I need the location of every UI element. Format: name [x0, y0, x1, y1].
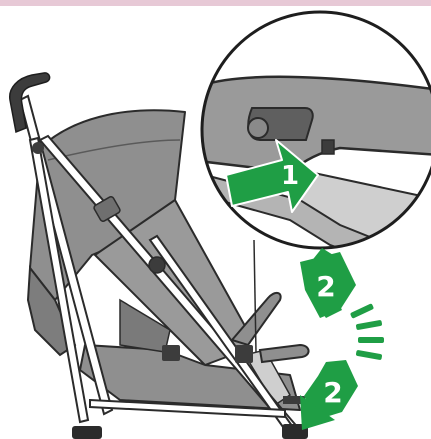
rotate-ticks — [350, 303, 384, 360]
hinge-joint-upper — [32, 142, 44, 154]
release-tab — [322, 140, 334, 154]
release-button — [248, 118, 268, 138]
step-1-label: 1 — [281, 161, 299, 191]
hinge-joint-middle — [149, 257, 165, 273]
wheel-rear — [72, 426, 102, 439]
top-rule — [0, 0, 431, 6]
hinge-block-seat — [162, 345, 180, 361]
step-2-down-label: 2 — [323, 376, 342, 409]
step-2-up-label: 2 — [316, 270, 335, 303]
leg-rest-panel — [260, 345, 309, 362]
rotate-arrow-icon: 2 2 — [300, 248, 384, 430]
hinge-block-front — [235, 345, 253, 363]
